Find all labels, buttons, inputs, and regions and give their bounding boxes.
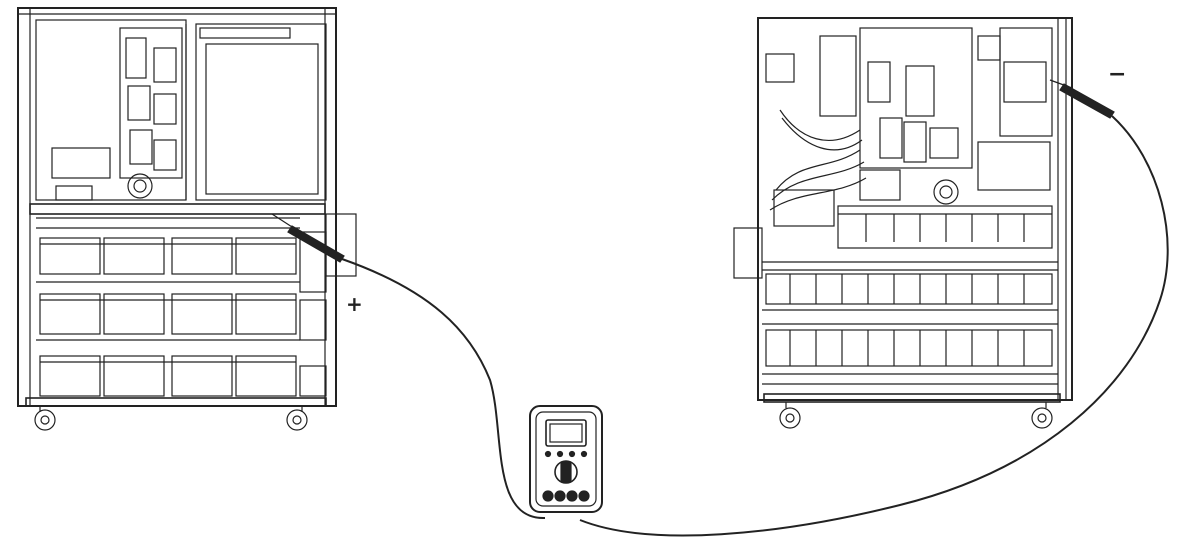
right-cabinet-icon — [733, 17, 1073, 429]
right-battery-row-1 — [837, 205, 1053, 249]
negative-probe — [1049, 79, 1115, 119]
negative-label: − — [1108, 62, 1127, 87]
positive-label: + — [346, 292, 363, 316]
right-battery-row-2 — [765, 273, 1053, 305]
left-battery-row-2 — [36, 281, 300, 335]
left-battery-row-1 — [39, 237, 297, 275]
left-cabinet-icon — [17, 7, 357, 431]
positive-test-lead — [341, 258, 546, 520]
right-battery-row-3 — [765, 329, 1053, 367]
multimeter-icon — [529, 405, 603, 513]
left-battery-row-3 — [36, 339, 300, 397]
positive-probe — [271, 213, 345, 263]
negative-test-lead — [579, 115, 1169, 537]
